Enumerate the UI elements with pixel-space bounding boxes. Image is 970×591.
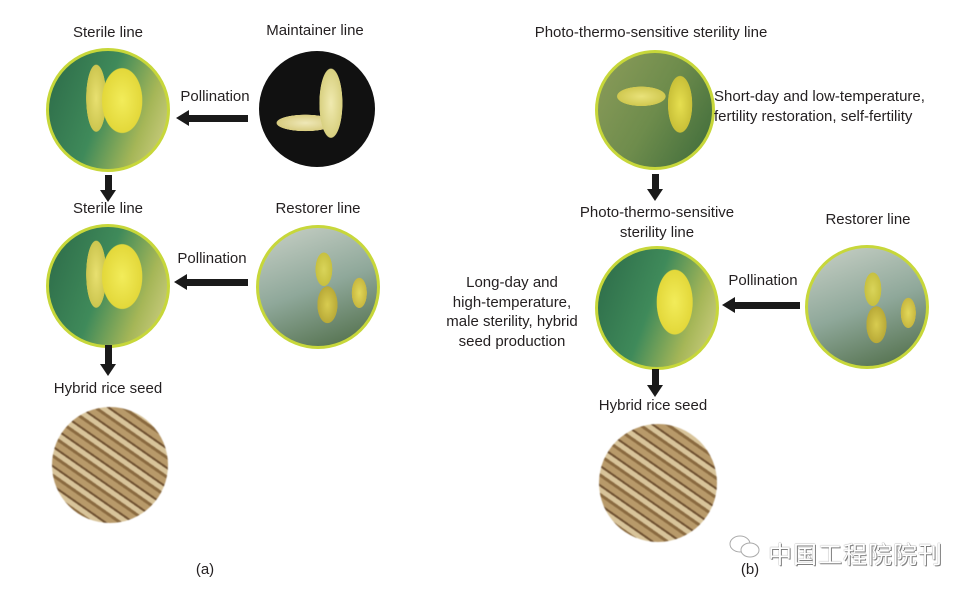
long-day-text: seed production	[458, 333, 566, 350]
long-day-text: high-temperature,	[452, 294, 572, 311]
restorer-line-image	[805, 245, 929, 369]
restorer-line-label: Restorer line	[275, 200, 361, 217]
ptgms-line-label: Photo-thermo-sensitive sterility line	[534, 24, 768, 41]
arrow-head	[100, 190, 116, 202]
arrow-head	[100, 364, 116, 376]
watermark: 中国工程院院刊	[768, 542, 943, 569]
arrow-head	[647, 189, 663, 201]
sterile-line-label: Sterile line	[72, 200, 144, 217]
pollination-label: Pollination	[728, 272, 798, 289]
pollination-label: Pollination	[177, 250, 247, 267]
arrow-left-icon	[188, 115, 248, 122]
ptgms-line-image	[595, 50, 715, 170]
ptgms-line-label: sterility line	[619, 224, 695, 241]
sterile-line-label: Sterile line	[72, 24, 144, 41]
long-day-text: Long-day and	[466, 274, 558, 291]
arrow-down-icon	[652, 174, 659, 190]
panel-b-label: (b)	[740, 561, 760, 578]
short-day-text: fertility restoration, self-fertility	[714, 108, 913, 125]
panel-a-label: (a)	[195, 561, 215, 578]
restorer-line-image	[256, 225, 380, 349]
restorer-line-label: Restorer line	[825, 211, 911, 228]
arrow-left-icon	[734, 302, 800, 309]
hybrid-seed-image	[599, 424, 717, 542]
arrow-head	[176, 110, 189, 126]
arrow-head	[722, 297, 735, 313]
short-day-text: Short-day and low-temperature,	[714, 88, 925, 105]
arrow-down-icon	[105, 175, 112, 191]
ptgms-line-label: Photo-thermo-sensitive	[579, 204, 735, 221]
long-day-text: male sterility, hybrid	[446, 313, 578, 330]
sterile-line-image	[46, 48, 170, 172]
arrow-left-icon	[186, 279, 248, 286]
arrow-down-icon	[652, 369, 659, 386]
pollination-label: Pollination	[180, 88, 250, 105]
hybrid-seed-image	[52, 407, 168, 523]
maintainer-line-label: Maintainer line	[266, 22, 364, 39]
maintainer-line-image	[259, 51, 375, 167]
wechat-icon	[728, 534, 762, 560]
hybrid-seed-label: Hybrid rice seed	[598, 397, 708, 414]
sterile-line-image	[46, 224, 170, 348]
arrow-head	[647, 385, 663, 397]
ptgms-line-image	[595, 246, 719, 370]
arrow-down-icon	[105, 345, 112, 365]
hybrid-seed-label: Hybrid rice seed	[53, 380, 163, 397]
arrow-head	[174, 274, 187, 290]
